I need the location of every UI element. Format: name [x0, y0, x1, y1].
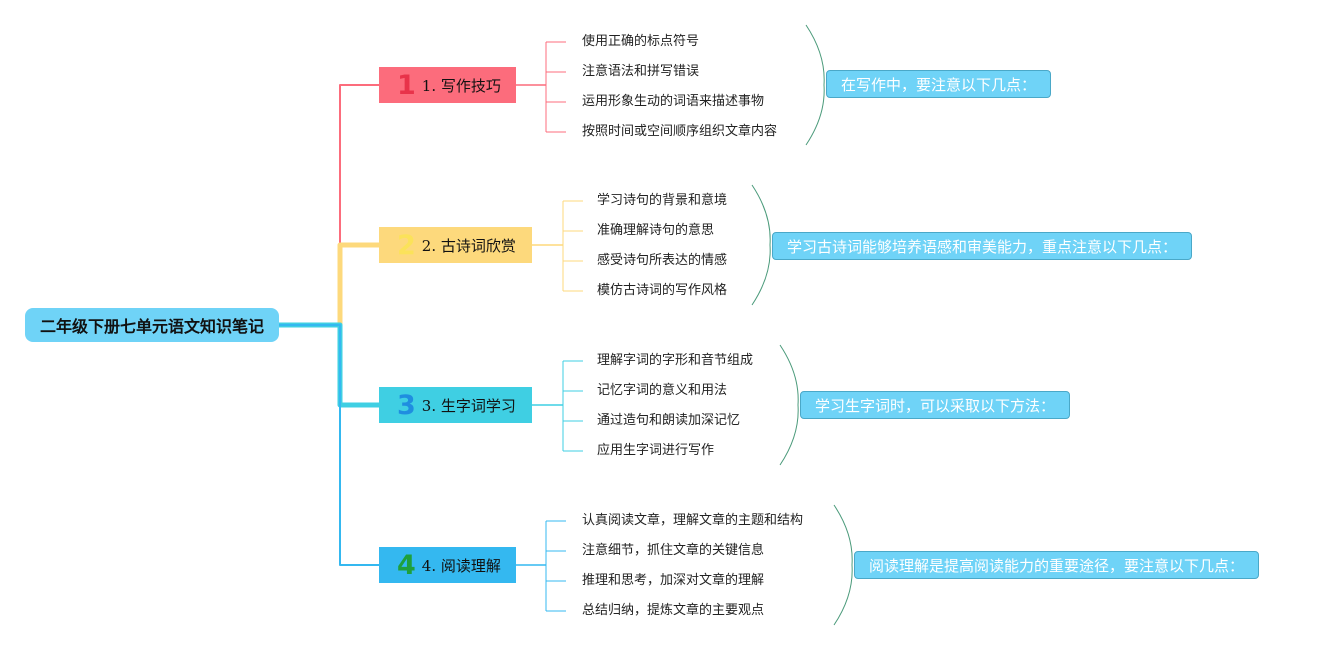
branch-label: 2. 古诗词欣赏	[421, 236, 516, 255]
branch-new-words[interactable]: 3 3. 生字词学习	[379, 387, 532, 423]
branch-label: 3. 生字词学习	[421, 396, 516, 415]
number-three-icon: 3	[397, 389, 416, 421]
leaf-topic[interactable]: 运用形象生动的词语来描述事物	[582, 94, 765, 109]
leaf-topic[interactable]: 感受诗句所表达的情感	[597, 253, 728, 268]
summary-brace	[805, 24, 825, 146]
leaf-topic[interactable]: 应用生字词进行写作	[597, 443, 715, 458]
leaf-topic[interactable]: 注意语法和拼写错误	[582, 64, 700, 79]
root-topic[interactable]: 二年级下册七单元语文知识笔记	[25, 308, 279, 342]
summary-brace	[833, 504, 853, 626]
leaf-topic[interactable]: 按照时间或空间顺序组织文章内容	[582, 124, 778, 139]
leaf-topic[interactable]: 使用正确的标点符号	[582, 34, 700, 49]
summary-brace	[779, 344, 799, 466]
summary-callout[interactable]: 学习古诗词能够培养语感和审美能力，重点注意以下几点：	[772, 232, 1193, 260]
summary-callout[interactable]: 学习生字词时，可以采取以下方法：	[800, 391, 1071, 419]
leaf-topic[interactable]: 准确理解诗句的意思	[597, 223, 715, 238]
branch-label: 1. 写作技巧	[421, 76, 501, 95]
leaf-topic[interactable]: 记忆字词的意义和用法	[597, 383, 728, 398]
leaf-topic[interactable]: 理解字词的字形和音节组成	[597, 353, 754, 368]
branch-poetry-appreciation[interactable]: 2 2. 古诗词欣赏	[379, 227, 532, 263]
number-four-icon: 4	[397, 549, 416, 581]
leaf-topic[interactable]: 推理和思考，加深对文章的理解	[582, 573, 765, 588]
summary-callout[interactable]: 在写作中，要注意以下几点：	[826, 70, 1052, 98]
summary-brace	[751, 184, 771, 306]
branch-connector	[279, 84, 379, 326]
branch-connector	[279, 324, 379, 566]
branch-connector	[279, 322, 379, 408]
leaf-topic[interactable]: 模仿古诗词的写作风格	[597, 283, 728, 298]
summary-callout[interactable]: 阅读理解是提高阅读能力的重要途径，要注意以下几点：	[854, 551, 1260, 579]
leaf-topic[interactable]: 通过造句和朗读加深记忆	[597, 413, 741, 428]
branch-reading-comprehension[interactable]: 4 4. 阅读理解	[379, 547, 516, 583]
branch-writing-skills[interactable]: 1 1. 写作技巧	[379, 67, 516, 103]
leaf-topic[interactable]: 总结归纳，提炼文章的主要观点	[582, 603, 765, 618]
leaf-topic[interactable]: 注意细节，抓住文章的关键信息	[582, 543, 765, 558]
number-two-icon: 2	[397, 229, 416, 261]
branch-connector	[279, 242, 379, 328]
leaf-topic[interactable]: 学习诗句的背景和意境	[597, 193, 728, 208]
branch-label: 4. 阅读理解	[421, 556, 501, 575]
leaf-topic[interactable]: 认真阅读文章，理解文章的主题和结构	[582, 513, 804, 528]
number-one-icon: 1	[397, 69, 416, 101]
